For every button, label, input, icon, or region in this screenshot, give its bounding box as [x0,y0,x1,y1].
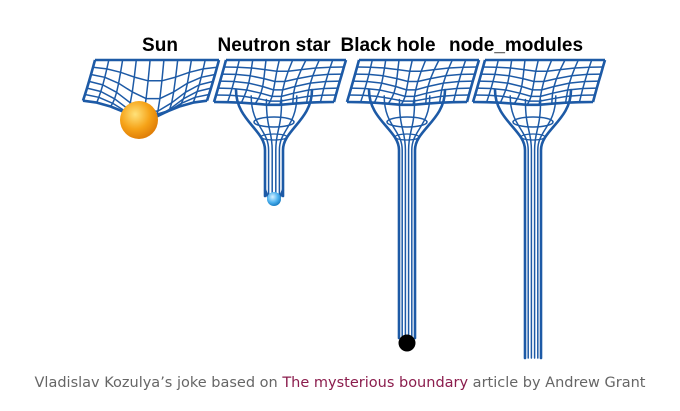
node-modules-label: node_modules [448,35,584,56]
node-modules-curvature-grid [471,58,607,360]
sun-curvature-grid [81,58,221,139]
article-link[interactable]: The mysterious boundary [282,375,469,391]
sun-ball [120,101,158,139]
black-hole-label: Black hole [340,35,436,56]
sun-label: Sun [142,35,178,56]
neutron-star-ball [267,192,281,206]
neutron-star-curvature-grid [212,58,348,206]
caption-text-after: article by Andrew Grant [468,375,646,391]
neutron-star-label: Neutron star [217,35,331,56]
black-hole-curvature-grid [345,58,481,352]
caption-text-before: Vladislav Kozulya’s joke based on [34,375,283,391]
black-hole-ball [398,334,416,352]
caption: Vladislav Kozulya’s joke based on The my… [0,375,680,391]
